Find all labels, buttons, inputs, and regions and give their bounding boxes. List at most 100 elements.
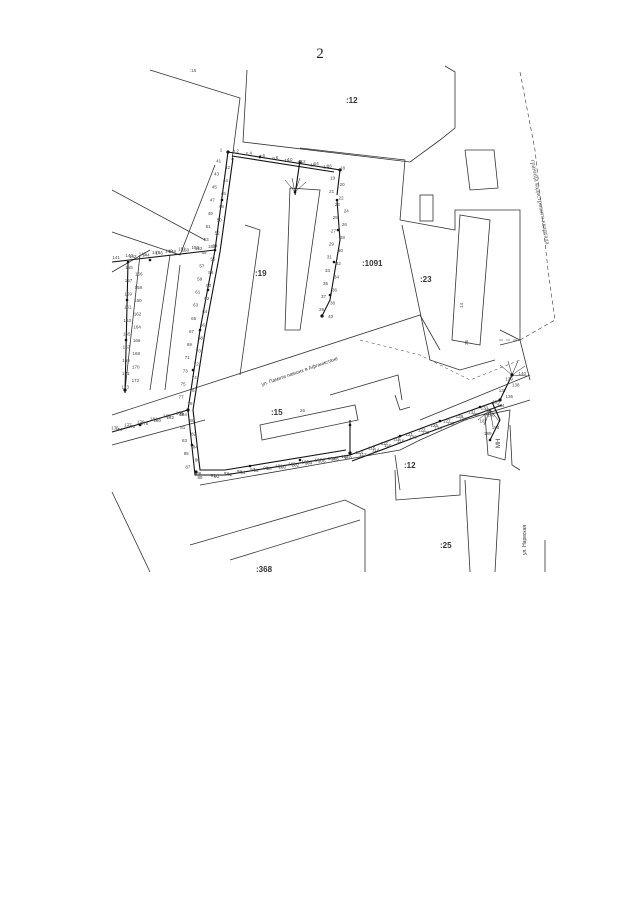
point-label: 153 [191, 245, 199, 250]
point-label: 135 [492, 400, 500, 405]
point-label: 181 [150, 416, 158, 421]
point-label: 51 [206, 224, 212, 229]
point-label: 87 [185, 464, 191, 469]
point-label: 35 [323, 281, 329, 286]
point-label: 160 [134, 298, 142, 303]
point-label: 111 [341, 454, 348, 459]
point-label: 100 [279, 464, 287, 469]
point-label: 161 [124, 305, 132, 310]
point-label: 52 [215, 231, 221, 236]
point-label: 188 [492, 425, 500, 430]
point-label: 5 [246, 152, 249, 157]
point-label: 108 [331, 457, 339, 462]
point-label: 75 [181, 381, 187, 386]
point-label: 130 [472, 412, 480, 417]
point-label: 162 [134, 311, 142, 316]
point-label: 110 [344, 455, 352, 460]
point-label: 104 [305, 461, 313, 466]
point-label: 151 [178, 247, 186, 252]
point-label: 78 [187, 401, 193, 406]
street-label-afghanistan: ул. Памяти павших в Афганистане [261, 356, 339, 388]
point-label: 173 [121, 384, 129, 389]
point-label: 180 [154, 418, 162, 423]
point-label: 34 [334, 274, 340, 279]
street-label-narvskaya: ул. Нарвская [522, 525, 528, 555]
point-label: 7 [259, 154, 262, 159]
point-label: 118 [397, 439, 405, 444]
point-label: 28 [340, 235, 346, 240]
point-label: 149 [165, 248, 173, 253]
point-label: 178 [141, 421, 149, 426]
point-label: 93 [224, 471, 230, 476]
point-label: 141 [112, 255, 120, 260]
point-label: 82 [191, 431, 197, 436]
building-number-26: 26 [300, 408, 306, 413]
point-label: 156 [135, 272, 143, 277]
point-label: 55 [201, 250, 207, 255]
point-label: 22 [339, 196, 345, 201]
point-label: 32 [336, 261, 342, 266]
point-label: 74 [192, 375, 198, 380]
point-label: 146 [155, 251, 163, 256]
point-label: 102 [292, 462, 300, 467]
point-label: 150 [182, 247, 190, 252]
point-label: 144 [142, 252, 150, 257]
point-label: 37 [321, 294, 327, 299]
point-label: 62 [204, 296, 210, 301]
point-label: 115 [368, 445, 376, 450]
point-label: 31 [327, 255, 333, 260]
point-label: 116 [384, 443, 392, 448]
point-label: 90 [214, 474, 220, 479]
point-label: 140 [519, 371, 527, 376]
point-label: 131 [468, 410, 476, 415]
point-label: 189 [484, 431, 492, 436]
radial-node-markers [284, 177, 528, 427]
point-label: 76 [190, 388, 196, 393]
point-label: 174 [115, 427, 123, 432]
point-label: 57 [199, 263, 205, 268]
point-label: 145 [139, 252, 147, 257]
point-label: 132 [484, 408, 492, 413]
point-label: 112 [359, 452, 367, 457]
point-label: 71 [185, 355, 191, 360]
point-label: 125 [431, 423, 439, 428]
point-label: 26 [342, 222, 348, 227]
point-label: 65 [191, 316, 197, 321]
point-label: 88 [196, 471, 202, 476]
point-label: 139 [505, 377, 513, 382]
point-label: 120 [409, 434, 417, 439]
parcel-label-25: :25 [440, 541, 452, 550]
facility-label-mn: МН [496, 439, 502, 448]
point-label: 12 [301, 159, 307, 164]
point-label: 152 [195, 246, 203, 251]
parcel-label-23: :23 [420, 275, 432, 284]
point-label: 175 [111, 426, 119, 431]
point-label: 72 [194, 362, 200, 367]
point-label: 83 [182, 438, 188, 443]
point-label: 33 [325, 268, 331, 273]
point-label: 91 [211, 473, 217, 478]
point-label: 124 [434, 425, 442, 430]
point-label: 137 [499, 388, 507, 393]
point-label: 38 [330, 301, 336, 306]
point-label: 143 [126, 253, 134, 258]
parcel-label-19: :19 [255, 269, 267, 278]
point-label: 20 [340, 182, 346, 187]
point-label: 45 [212, 185, 218, 190]
point-label: 29 [329, 242, 335, 247]
point-label: 68 [198, 336, 204, 341]
point-label: 17 [323, 164, 329, 169]
point-label: 70 [196, 349, 202, 354]
point-label: 117 [381, 441, 389, 446]
point-label: 123 [418, 428, 426, 433]
point-label: 133 [481, 405, 489, 410]
point-label: 73 [183, 368, 189, 373]
point-label: 128 [459, 416, 467, 421]
point-label: 105 [301, 460, 309, 465]
point-label: 106 [318, 459, 326, 464]
quarter-boundary-label: граница кадастрового квартала [529, 159, 551, 245]
point-label: 154 [208, 244, 216, 249]
point-label: 167 [123, 345, 131, 350]
point-label: 92 [227, 472, 233, 477]
point-label: 15 [310, 162, 316, 167]
